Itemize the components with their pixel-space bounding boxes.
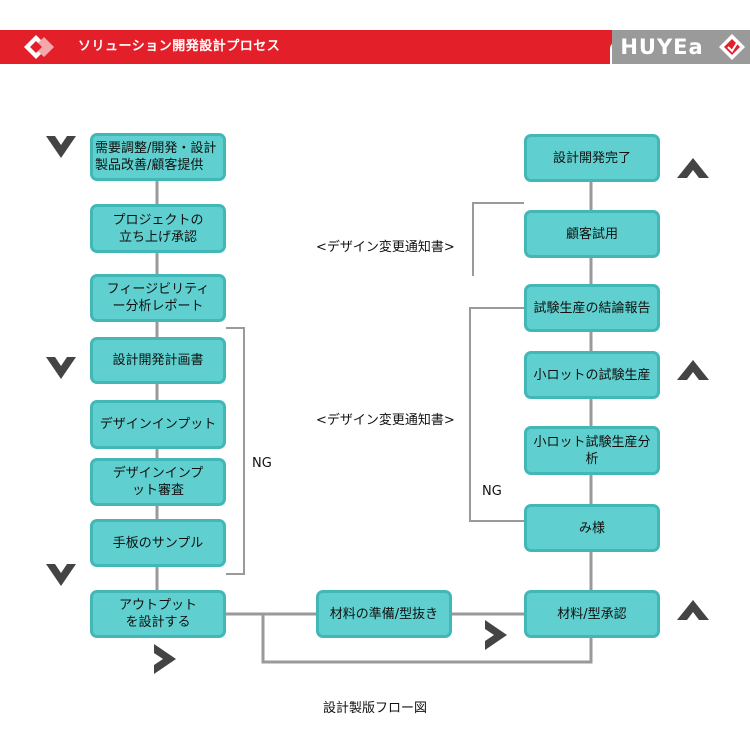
up-arrow-icon [677, 158, 709, 178]
up-arrow-icon [677, 600, 709, 620]
step-design-output: アウトプット を設計する [90, 590, 226, 638]
right-arrow-icon [485, 620, 507, 650]
step-dev-plan: 設計開発計画書 [90, 337, 226, 384]
step-hand-sample: 手板のサンプル [90, 519, 226, 567]
header-red-bar [0, 30, 610, 64]
header-band: ソリューション開発設計プロセス HUYEa [0, 30, 750, 64]
down-arrow-icon [46, 136, 76, 158]
step-trial-conclusion: 試験生産の結論報告 [524, 284, 660, 332]
diamond-logo-icon [24, 35, 54, 59]
ng-label: NG [252, 456, 272, 471]
step-customer-trial: 顧客試用 [524, 210, 660, 258]
change-notice-label: <デザイン変更通知書> [316, 240, 455, 255]
page-title: ソリューション開発設計プロセス [78, 39, 281, 54]
brand-mark-icon [719, 34, 745, 60]
down-arrow-icon [46, 564, 76, 586]
step-design-input: デザインインプット [90, 400, 226, 449]
up-arrow-icon [677, 360, 709, 380]
step-material-approval: 材料/型承認 [524, 590, 660, 638]
brand-logo-text: HUYEa [620, 35, 704, 59]
down-arrow-icon [46, 357, 76, 379]
ng-label: NG [482, 484, 502, 499]
step-material-prep: 材料の準備/型抜き [316, 590, 452, 638]
step-small-lot-analysis: 小ロット試験生産分析 [524, 426, 660, 475]
right-arrow-icon [154, 644, 176, 674]
step-demand-adjustment: 需要調整/開発・設計 製品改善/顧客提供 [90, 133, 226, 181]
change-notice-label: <デザイン変更通知書> [316, 413, 455, 428]
step-project-approval: プロジェクトの 立ち上げ承認 [90, 204, 226, 253]
diagram-caption: 設計製版フロー図 [322, 701, 427, 716]
step-feasibility-report: フィージビリティ ー分析レポート [90, 274, 226, 322]
step-small-lot-trial: 小ロットの試験生産 [524, 351, 660, 399]
step-dev-complete: 設計開発完了 [524, 134, 660, 182]
step-sample: み様 [524, 504, 660, 552]
step-design-input-review: デザインインプ ット審査 [90, 458, 226, 506]
